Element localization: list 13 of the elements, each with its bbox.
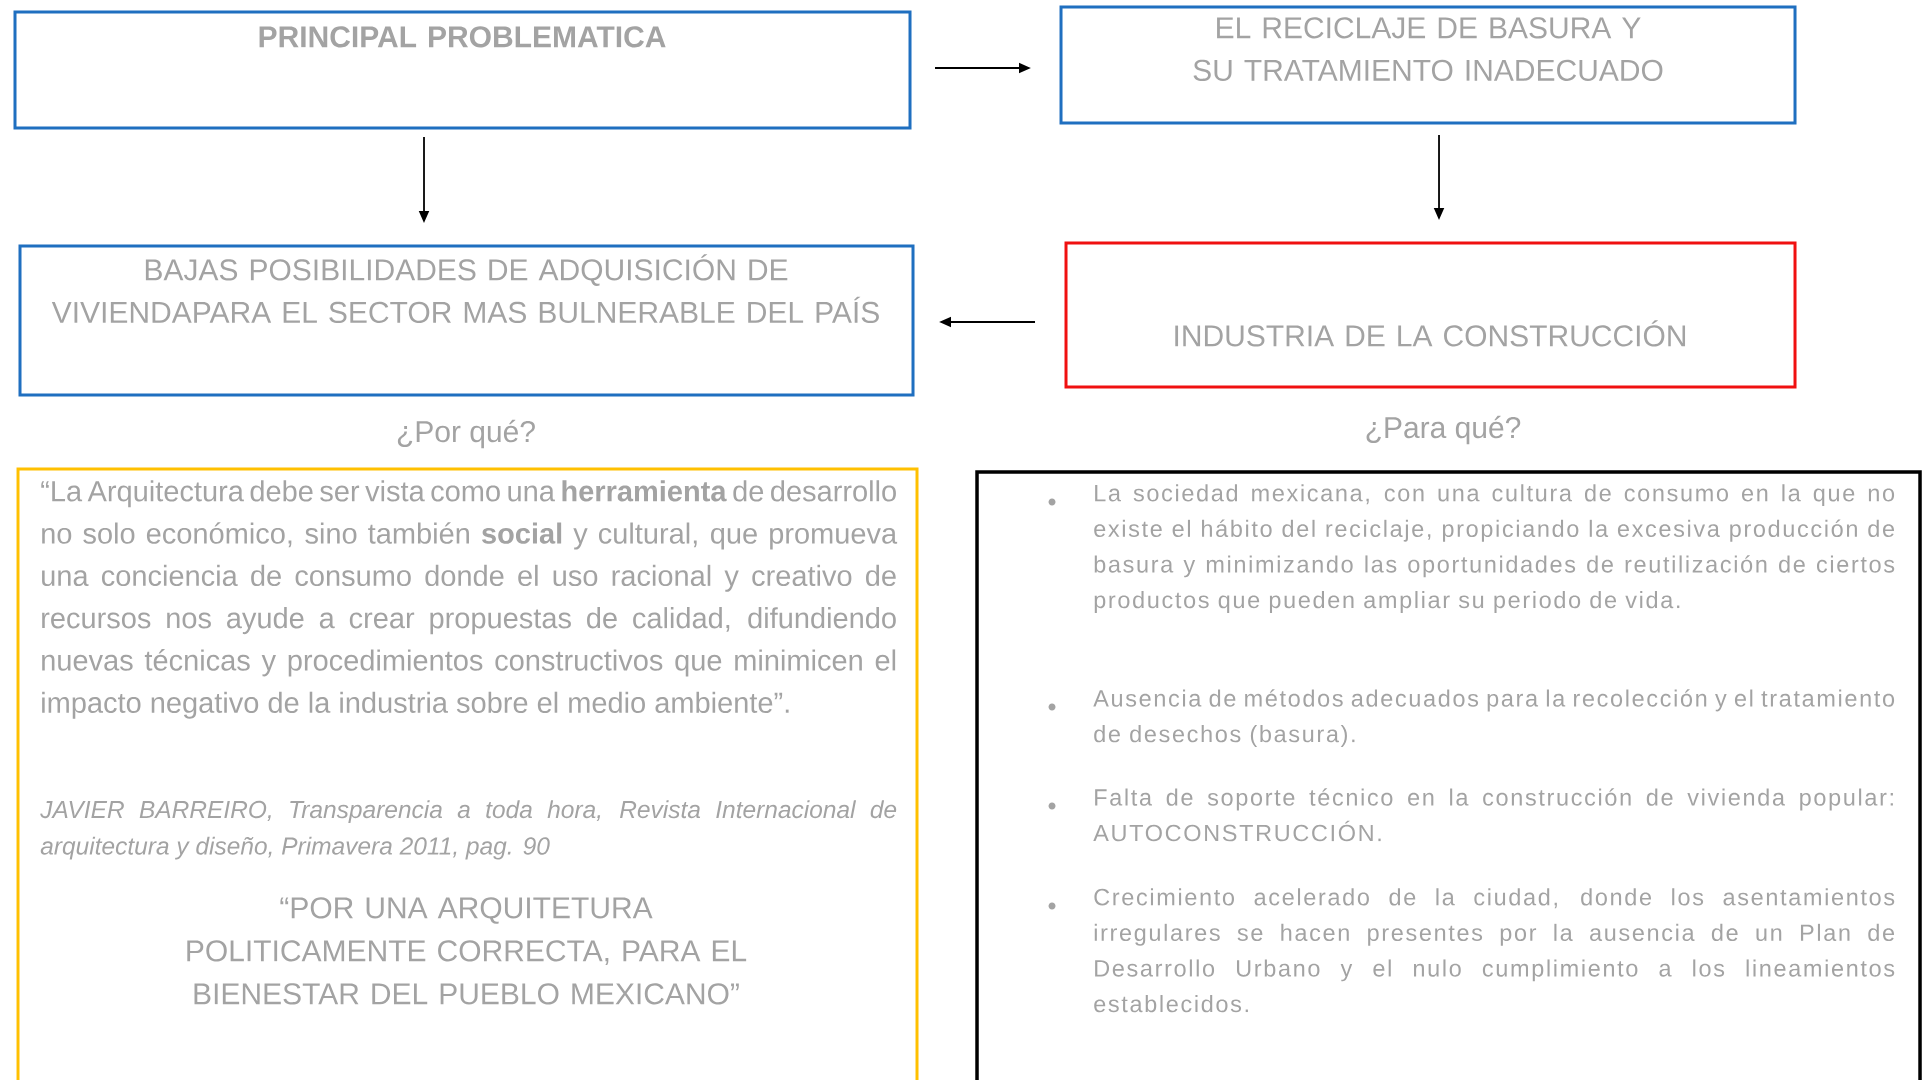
cause-box: EL RECICLAJE DE BASURA Y SU TRATAMIENTO INADECUADO: [1059, 5, 1797, 125]
bullet-item: Falta de soporte técnico en la construcción de vivienda popular: AUTOCONSTRUCCIÓN.: [1048, 788, 1893, 842]
slogan-text: “POR UNA ARQUITETURA POLITICAMENTE CORRECTA, PARA EL BIENESTAR DEL PUEBLO MEXICANO”: [187, 897, 747, 1005]
question-heading: ¿Por qué?: [397, 419, 535, 449]
industry-box: INDUSTRIA DE LA CONSTRUCCIÓN: [1064, 241, 1797, 389]
question-heading: ¿Para qué?: [1366, 415, 1521, 445]
effect-box: BAJAS POSIBILIDADES DE ADQUISICIÓN DE VIVIENDAPARA EL SECTOR MAS BULNERABLE DEL PAÍS: [18, 244, 915, 397]
bullet-item: Ausencia de métodos adecuados para la recolección y el tratamiento de desechos (basura).: [1048, 689, 1895, 747]
problem-box: PRINCIPAL PROBLEMATICA: [13, 10, 912, 130]
quote-text: “La Arquitectura debe ser vista como una herramienta de desarrollo no solo económico, sino también social y cultural, que promueva una conciencia de consumo donde el uso racional y creativo de recursos nos ayude a crear propuestas de calidad, difundiendo nuevas técnicas y procedimientos constructivos que minimicen el impacto negativo de la industria sobre el medio ambiente”.: [41, 480, 898, 719]
citation-text: JAVIER BARREIRO, Transparencia a toda hora, Revista Internacional de arquitectura y diseño, Primavera 2011, pag. 90: [40, 800, 897, 860]
bullet-item: La sociedad mexicana, con una cultura de consumo en la que no existe el hábito del reciclaje, propiciando la excesiva producción de basura y minimizando las oportunidades de reutilización de ciertos productos que pueden ampliar su periodo de vida.: [1048, 484, 1895, 613]
bullet-item: Crecimiento acelerado de la ciudad, donde los asentamientos irregulares se hacen presentes por la ausencia de un Plan de Desarrollo Urbano y el nulo cumplimiento a los lineamientos establecidos.: [1048, 888, 1895, 1013]
